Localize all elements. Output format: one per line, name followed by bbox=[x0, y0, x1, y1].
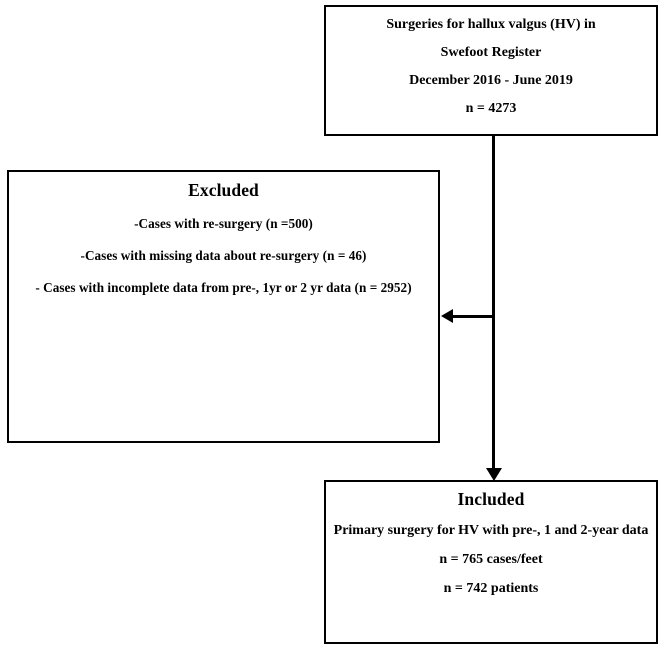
excluded-content: Excluded -Cases with re-surgery (n =500)… bbox=[9, 172, 438, 296]
excluded-heading: Excluded bbox=[188, 180, 259, 200]
included-count-patients: n = 742 patients bbox=[443, 580, 539, 596]
included-heading: Included bbox=[457, 489, 525, 509]
excluded-reason-2: -Cases with missing data about re-surger… bbox=[80, 248, 367, 264]
source-count: n = 4273 bbox=[465, 100, 517, 116]
source-line-2: Swefoot Register bbox=[440, 44, 542, 60]
included-count-feet: n = 765 cases/feet bbox=[439, 551, 543, 567]
included-description: Primary surgery for HV with pre-, 1 and … bbox=[333, 522, 649, 538]
source-line-3: December 2016 - June 2019 bbox=[409, 72, 573, 88]
excluded-reason-3: - Cases with incomplete data from pre-, … bbox=[35, 280, 412, 296]
arrow-down-icon bbox=[486, 468, 502, 481]
source-line-1: Surgeries for hallux valgus (HV) in bbox=[386, 17, 596, 32]
connector-spine-line bbox=[492, 136, 495, 473]
arrow-left-icon bbox=[441, 309, 453, 323]
connector-branch-line bbox=[452, 315, 493, 318]
excluded-box: Excluded -Cases with re-surgery (n =500)… bbox=[7, 170, 440, 443]
excluded-reason-1: -Cases with re-surgery (n =500) bbox=[134, 215, 313, 231]
source-cohort-box: Surgeries for hallux valgus (HV) in Swef… bbox=[324, 5, 658, 136]
included-box: Included Primary surgery for HV with pre… bbox=[324, 480, 658, 644]
source-cohort-content: Surgeries for hallux valgus (HV) in Swef… bbox=[326, 7, 656, 118]
included-content: Included Primary surgery for HV with pre… bbox=[326, 482, 656, 598]
